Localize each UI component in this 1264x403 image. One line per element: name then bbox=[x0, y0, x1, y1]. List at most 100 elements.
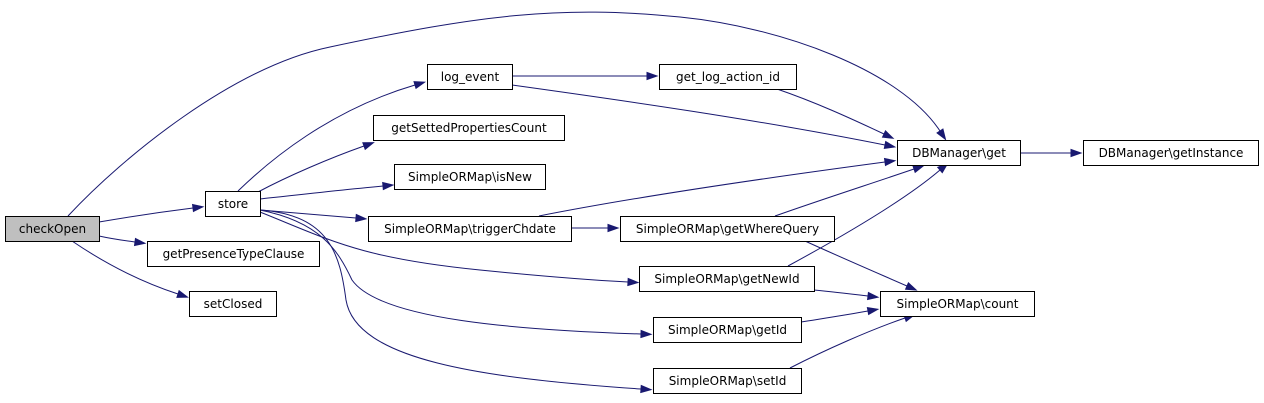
node-label: setClosed bbox=[204, 297, 263, 311]
node-count[interactable]: SimpleORMap\count bbox=[880, 291, 1035, 317]
node-store[interactable]: store bbox=[205, 191, 261, 217]
arrowhead bbox=[382, 181, 395, 191]
node-label: SimpleORMap\getId bbox=[668, 323, 787, 337]
edge-log_event-to-dbGet bbox=[511, 84, 897, 150]
arrowhead bbox=[904, 281, 918, 291]
node-checkOpen[interactable]: checkOpen bbox=[5, 216, 100, 242]
edge-checkOpen-to-setClosed bbox=[71, 240, 189, 298]
arrowhead bbox=[640, 329, 653, 339]
edge-getWhereQuery-to-dbGet bbox=[774, 165, 925, 217]
arrowhead bbox=[866, 306, 880, 316]
edge-checkOpen-to-getPresenceTypeClause bbox=[98, 235, 147, 247]
node-label: get_log_action_id bbox=[676, 70, 780, 84]
node-box bbox=[5, 216, 100, 242]
node-label: getPresenceTypeClause bbox=[163, 247, 305, 261]
node-box bbox=[368, 216, 572, 242]
node-box bbox=[653, 368, 802, 394]
node-box bbox=[659, 64, 797, 90]
edge-getId-to-count bbox=[800, 306, 880, 323]
edge-dbGet-to-getInstance bbox=[1020, 148, 1083, 158]
node-setId[interactable]: SimpleORMap\setId bbox=[653, 368, 802, 394]
edge-store-to-log_event bbox=[237, 81, 427, 192]
node-box bbox=[427, 64, 513, 90]
node-box bbox=[897, 140, 1021, 166]
node-box bbox=[880, 291, 1035, 317]
node-box bbox=[1083, 140, 1259, 166]
arrowhead bbox=[133, 237, 147, 247]
node-getId[interactable]: SimpleORMap\getId bbox=[653, 317, 802, 343]
edge-line bbox=[774, 168, 915, 217]
node-label: SimpleORMap\getNewId bbox=[654, 272, 799, 286]
node-box bbox=[394, 164, 546, 190]
arrowhead bbox=[646, 71, 659, 81]
edge-log_event-to-getLogActionId bbox=[511, 71, 659, 81]
node-box bbox=[189, 291, 277, 317]
edge-line bbox=[257, 145, 365, 193]
call-graph-edges bbox=[67, 11, 1083, 394]
edge-line bbox=[538, 161, 886, 217]
node-getLogActionId[interactable]: get_log_action_id bbox=[659, 64, 797, 90]
edge-store-to-setId bbox=[259, 209, 653, 394]
node-label: store bbox=[218, 197, 248, 211]
node-label: SimpleORMap\count bbox=[897, 297, 1019, 311]
node-dbGet[interactable]: DBManager\get bbox=[897, 140, 1021, 166]
edge-line bbox=[259, 211, 629, 283]
arrowhead bbox=[627, 277, 640, 287]
node-getWhereQuery[interactable]: SimpleORMap\getWhereQuery bbox=[620, 216, 835, 242]
node-log_event[interactable]: log_event bbox=[427, 64, 513, 90]
node-label: SimpleORMap\setId bbox=[669, 374, 787, 388]
arrowhead bbox=[883, 140, 897, 150]
edge-line bbox=[800, 310, 869, 323]
node-label: DBManager\getInstance bbox=[1099, 146, 1244, 160]
edge-store-to-isNew bbox=[259, 181, 395, 200]
node-isNew[interactable]: SimpleORMap\isNew bbox=[394, 164, 546, 190]
node-label: SimpleORMap\isNew bbox=[408, 170, 532, 184]
node-box bbox=[639, 266, 815, 292]
edge-line bbox=[789, 317, 906, 369]
edge-line bbox=[804, 240, 908, 287]
arrowhead bbox=[867, 291, 880, 301]
arrowhead bbox=[936, 128, 947, 141]
node-getSettedPropertiesCount[interactable]: getSettedPropertiesCount bbox=[373, 115, 565, 141]
node-box bbox=[620, 216, 835, 242]
edge-getLogActionId-to-dbGet bbox=[776, 88, 895, 139]
node-label: checkOpen bbox=[19, 222, 86, 236]
call-graph-nodes: checkOpen store getPresenceTypeClause setCl… bbox=[5, 64, 1259, 394]
node-label: DBManager\get bbox=[912, 146, 1006, 160]
arrowhead bbox=[640, 384, 653, 394]
arrowhead bbox=[912, 165, 925, 174]
edge-getWhereQuery-to-count bbox=[804, 240, 918, 291]
node-box bbox=[147, 241, 320, 267]
edge-line bbox=[259, 209, 642, 335]
edge-getNewId-to-dbGet bbox=[787, 162, 949, 267]
edge-triggerChdate-to-getWhereQuery bbox=[571, 223, 620, 233]
node-triggerChdate[interactable]: SimpleORMap\triggerChdate bbox=[368, 216, 572, 242]
node-label: SimpleORMap\triggerChdate bbox=[384, 222, 556, 236]
node-getPresenceTypeClause[interactable]: getPresenceTypeClause bbox=[147, 241, 320, 267]
edge-line bbox=[67, 11, 941, 217]
node-box bbox=[373, 115, 565, 141]
edge-checkOpen-to-store bbox=[98, 203, 205, 223]
edge-checkOpen-to-dbGet bbox=[67, 11, 947, 217]
arrowhead bbox=[607, 223, 620, 233]
edge-line bbox=[776, 88, 885, 135]
node-setClosed[interactable]: setClosed bbox=[189, 291, 277, 317]
arrowhead bbox=[191, 203, 205, 213]
edge-line bbox=[98, 235, 136, 243]
node-getNewId[interactable]: SimpleORMap\getNewId bbox=[639, 266, 815, 292]
arrowhead bbox=[881, 129, 895, 139]
edge-setId-to-count bbox=[789, 314, 916, 369]
arrowhead bbox=[176, 289, 189, 298]
edge-line bbox=[71, 240, 179, 295]
edge-triggerChdate-to-dbGet bbox=[538, 157, 897, 217]
node-box bbox=[653, 317, 802, 343]
arrowhead bbox=[355, 213, 368, 223]
node-getInstance[interactable]: DBManager\getInstance bbox=[1083, 140, 1259, 166]
edge-getNewId-to-count bbox=[813, 289, 880, 301]
arrowhead bbox=[883, 157, 897, 167]
edge-line bbox=[237, 84, 416, 192]
edge-line bbox=[98, 207, 194, 223]
edge-line bbox=[259, 209, 642, 390]
edge-line bbox=[259, 185, 384, 200]
